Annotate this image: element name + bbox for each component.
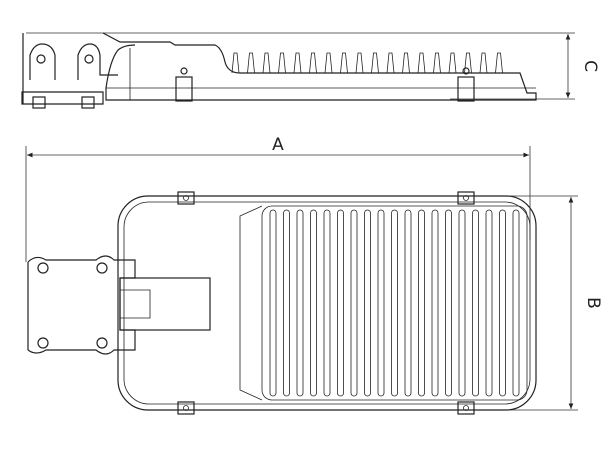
pole-entry-slot <box>120 289 151 319</box>
bracket-hole <box>84 54 94 64</box>
heatsink-area <box>261 205 528 401</box>
fin <box>499 209 506 397</box>
fin <box>364 209 371 397</box>
fin <box>512 209 520 397</box>
fin <box>485 209 493 397</box>
heatsink-fins-top <box>269 209 520 397</box>
fin <box>350 209 358 397</box>
fin <box>337 209 344 397</box>
clip-top <box>457 401 475 415</box>
fin <box>309 52 317 74</box>
fin <box>340 52 348 74</box>
fin <box>402 52 410 74</box>
fin <box>247 52 255 74</box>
fin <box>386 52 395 74</box>
fin <box>472 209 479 397</box>
pole-entry <box>119 277 211 331</box>
bracket-bolt <box>81 96 95 109</box>
fin <box>458 209 466 397</box>
clip-top <box>177 191 195 205</box>
mount-bracket-top <box>27 255 136 355</box>
fin <box>269 209 277 397</box>
clip-screw <box>463 195 469 201</box>
fin <box>431 209 439 397</box>
fin <box>391 209 398 397</box>
clip-side <box>175 76 193 102</box>
bracket-ears <box>29 43 118 80</box>
driver-cover-edge <box>239 205 263 401</box>
fin <box>448 52 457 74</box>
fin <box>433 52 441 74</box>
housing-inner <box>123 201 531 405</box>
fin <box>278 52 286 74</box>
bracket-hole <box>36 54 46 64</box>
clip-screw <box>462 67 470 75</box>
housing-side <box>102 32 537 101</box>
fin <box>310 209 317 397</box>
fin <box>355 52 364 74</box>
fin <box>293 52 302 74</box>
fin <box>324 52 333 74</box>
side-view: C <box>21 32 600 109</box>
fin <box>404 209 412 397</box>
bracket-hole <box>96 262 108 274</box>
bracket-hole <box>96 337 108 349</box>
top-view: A B <box>25 135 603 415</box>
bracket-hole <box>37 262 49 274</box>
clip-screw <box>183 405 189 411</box>
bracket-hole <box>37 337 49 349</box>
housing-outline <box>117 195 537 411</box>
fin <box>479 52 488 74</box>
fin <box>377 209 385 397</box>
dimension-c-label: C <box>580 60 600 72</box>
clip-side <box>457 76 475 102</box>
fin <box>445 209 452 397</box>
fin <box>371 52 379 74</box>
fin <box>495 52 503 74</box>
bracket-bolt <box>32 96 46 109</box>
fin <box>417 52 426 74</box>
fin <box>262 52 271 74</box>
fin <box>418 209 425 397</box>
clip-screw <box>183 195 189 201</box>
mount-bracket-side <box>21 33 104 105</box>
fin <box>296 209 304 397</box>
heatsink-fins-side <box>231 52 503 74</box>
clip-top <box>177 401 195 415</box>
fin <box>464 52 472 74</box>
fin <box>231 52 240 74</box>
dimension-a-label: A <box>272 135 284 155</box>
clip-top <box>457 191 475 205</box>
fin <box>283 209 290 397</box>
clip-screw <box>463 405 469 411</box>
fin <box>323 209 331 397</box>
dimension-b-label: B <box>583 297 603 309</box>
clip-screw <box>180 67 188 75</box>
